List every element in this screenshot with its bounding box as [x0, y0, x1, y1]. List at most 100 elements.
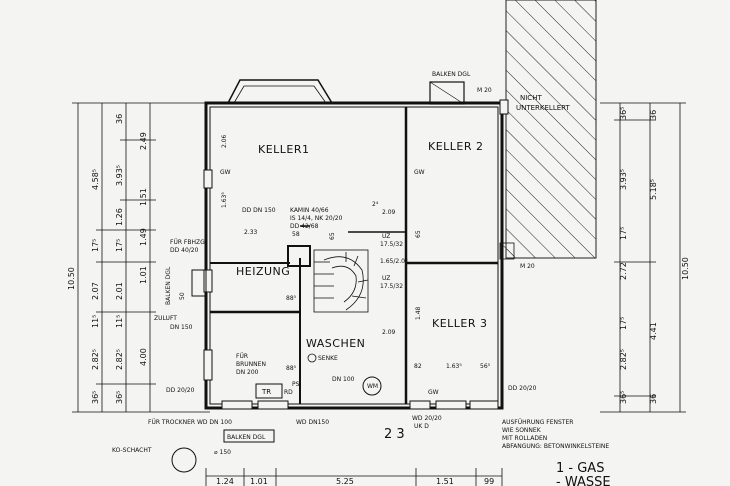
svg-text:5.18⁵: 5.18⁵	[649, 179, 658, 200]
note-line-4: ABFANGUNG: BETONWINKELSTEINE	[502, 443, 609, 450]
svg-text:56⁵: 56⁵	[480, 363, 491, 370]
svg-text:17⁵: 17⁵	[115, 239, 124, 252]
svg-text:99: 99	[484, 477, 494, 486]
svg-text:11⁵: 11⁵	[91, 315, 100, 328]
svg-text:4.41: 4.41	[649, 322, 658, 340]
label-uz1: UZ	[382, 233, 390, 240]
label-uz2b: 17.5/32	[380, 283, 403, 290]
label-m20-bottom: M 20	[520, 263, 535, 270]
room-keller2: KELLER 2	[428, 140, 484, 153]
interior-dimensions: 2.06 1.63⁵ 2.33 58 65 2.09 2⁴ 65 1.63⁵ 5…	[179, 134, 491, 372]
svg-text:2.82⁵: 2.82⁵	[619, 349, 628, 370]
svg-text:2.82⁵: 2.82⁵	[115, 349, 124, 370]
room-keller1: KELLER1	[258, 143, 310, 156]
svg-text:2.09: 2.09	[382, 329, 396, 336]
label-dd-dn150: DD DN 150	[242, 207, 276, 214]
svg-text:11⁵: 11⁵	[115, 315, 124, 328]
svg-text:2.33: 2.33	[244, 229, 258, 236]
svg-text:5.25: 5.25	[336, 477, 354, 486]
label-ps: PS	[292, 381, 300, 388]
svg-text:88⁵: 88⁵	[286, 365, 297, 372]
svg-text:36⁵: 36⁵	[619, 107, 628, 120]
label-dn100: DN 100	[332, 376, 355, 383]
svg-text:82: 82	[414, 363, 422, 370]
label-gw2: GW	[414, 169, 425, 176]
svg-text:2.06: 2.06	[221, 134, 228, 148]
svg-text:17⁵: 17⁵	[91, 239, 100, 252]
label-uk-d: UK D	[414, 423, 429, 430]
label-brunnen-dn: DN 200	[236, 369, 259, 376]
right-dimension-lines	[600, 102, 686, 413]
legend-gas: 1 - GAS	[556, 461, 604, 476]
label-dd-20-20-left: DD 20/20	[166, 387, 195, 394]
svg-text:1.63⁵: 1.63⁵	[221, 192, 228, 208]
label-kamin1: KAMIN 40/66	[290, 207, 329, 214]
label-dd-20-20-right: DD 20/20	[508, 385, 537, 392]
left-dimensions: 10.50 4.58⁵ 2.07 2.82⁵ 36⁵ 11⁵ 17⁵ 36 3.…	[67, 114, 148, 404]
svg-text:1.26: 1.26	[115, 208, 124, 226]
note-line-2: WIE SONNEK	[502, 427, 542, 434]
note-line-3: MIT ROLLADEN	[502, 435, 547, 442]
label-wd-uk: WD 20/20	[412, 415, 442, 422]
unexcavated-hatch	[505, 0, 597, 259]
svg-text:1.01: 1.01	[250, 477, 268, 486]
svg-text:1.65/2.01: 1.65/2.01	[380, 258, 409, 265]
bottom-dimensions: 1.24 1.01 5.25 1.51 99	[216, 477, 494, 486]
svg-text:1.51: 1.51	[139, 188, 148, 206]
bay-window	[227, 79, 333, 104]
label-zuluft-dn: DN 150	[170, 324, 193, 331]
label-brunnen: BRUNNEN	[236, 361, 266, 368]
room-keller3: KELLER 3	[432, 317, 488, 330]
label-zuluft: ZULUFT	[154, 315, 177, 322]
bottom-dimension-lines	[205, 468, 503, 486]
room-waschen: WASCHEN	[306, 337, 365, 350]
label-senke: SENKE	[318, 355, 338, 362]
svg-text:65: 65	[415, 230, 422, 238]
label-kamin3: DD 42/68	[290, 223, 319, 230]
svg-text:1.01: 1.01	[139, 266, 148, 284]
windows	[203, 99, 509, 410]
label-kamin2: IS 14/4, NK 20/20	[290, 215, 343, 222]
svg-text:4.00: 4.00	[139, 348, 148, 366]
label-dia150: ⌀ 150	[214, 449, 231, 456]
note-line-1: AUSFÜHRUNG FENSTER	[502, 419, 573, 426]
label-balken-bottom: BALKEN DGL	[227, 434, 266, 441]
label-fur-fbhzg: FÜR FBHZG	[170, 239, 205, 246]
svg-text:2.72: 2.72	[619, 262, 628, 280]
label-m20-top: M 20	[477, 87, 492, 94]
svg-text:1.49: 1.49	[139, 228, 148, 246]
label-fur-trockner: FÜR TROCKNER WD DN 100	[148, 419, 232, 426]
svg-text:1.24: 1.24	[216, 477, 234, 486]
svg-text:36⁵: 36⁵	[619, 391, 628, 404]
label-wm: WM	[367, 383, 378, 390]
svg-text:4.58⁵: 4.58⁵	[91, 169, 100, 190]
svg-text:36⁵: 36⁵	[115, 391, 124, 404]
svg-text:17⁵: 17⁵	[619, 317, 628, 330]
svg-text:2.07: 2.07	[91, 282, 100, 300]
svg-text:10.50: 10.50	[67, 267, 76, 290]
room-heizung: HEIZUNG	[236, 265, 290, 278]
svg-text:3.93⁵: 3.93⁵	[115, 165, 124, 186]
svg-text:88⁵: 88⁵	[286, 295, 297, 302]
label-unterkellert: UNTERKELLERT	[516, 104, 571, 112]
svg-text:1.48: 1.48	[415, 306, 422, 320]
legend-wasser: - WASSE	[556, 475, 611, 486]
svg-text:50: 50	[179, 292, 186, 300]
label-balken-left: BALKEN DGL	[165, 266, 172, 305]
svg-text:3.93⁵: 3.93⁵	[619, 169, 628, 190]
label-nicht: NICHT	[520, 94, 542, 102]
label-gw3: GW	[428, 389, 439, 396]
svg-text:58: 58	[292, 231, 300, 238]
label-tr: TR	[261, 388, 271, 396]
svg-text:36: 36	[649, 394, 658, 404]
interior-walls	[210, 107, 498, 404]
staircase	[313, 249, 369, 313]
svg-text:1.63⁵: 1.63⁵	[446, 363, 462, 370]
label-uz2: UZ	[382, 275, 390, 282]
svg-text:36: 36	[115, 114, 124, 124]
label-rd: RD	[284, 389, 293, 396]
ko-schacht-circle	[171, 447, 197, 473]
svg-text:2.09: 2.09	[382, 209, 396, 216]
label-uz1b: 17.5/32	[380, 241, 403, 248]
